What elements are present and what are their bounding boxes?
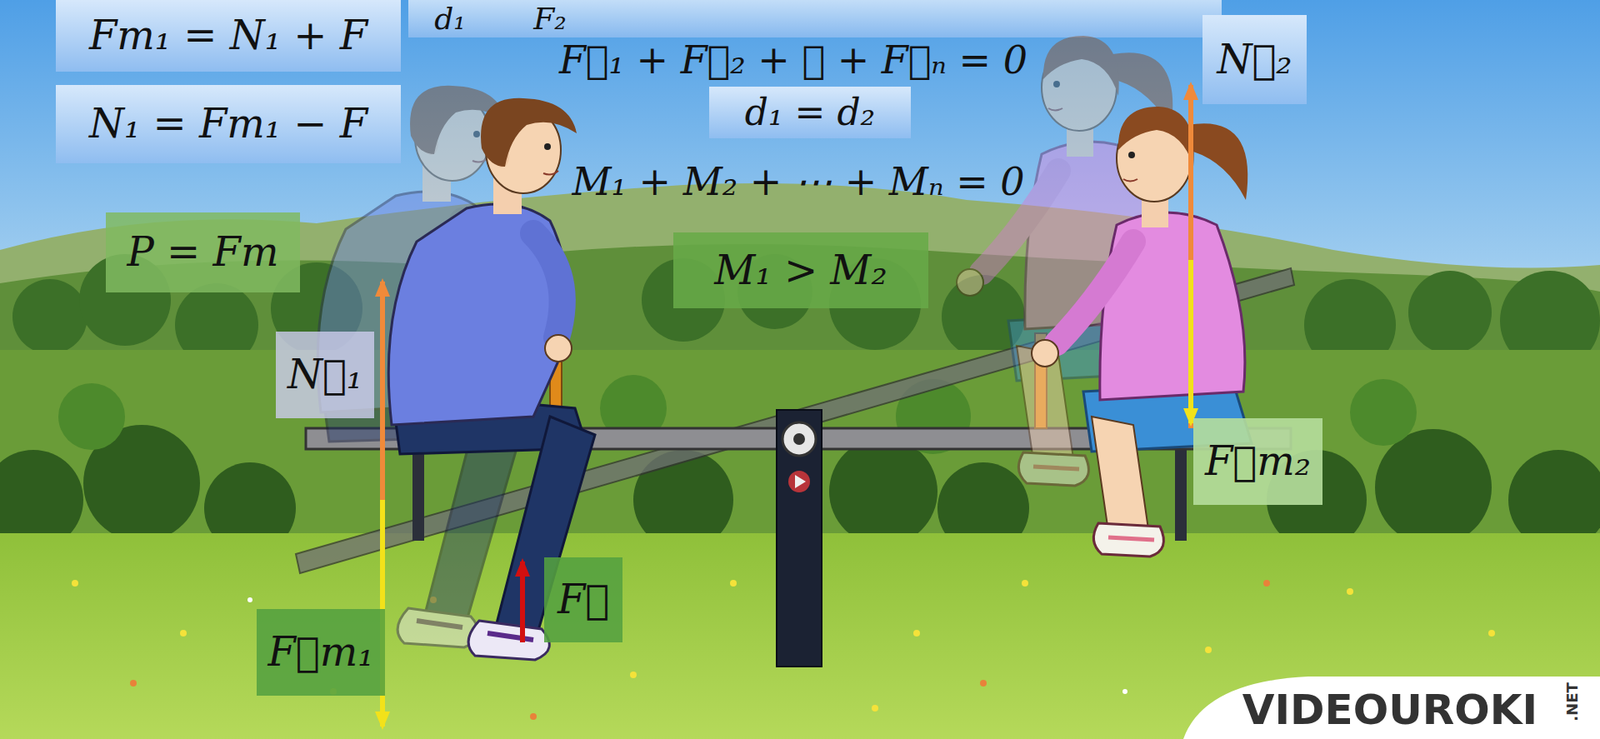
formula-text: F⃗т₂ bbox=[1205, 438, 1311, 485]
formula-fragment: d₁ bbox=[434, 1, 465, 36]
watermark: VIDEOUROKI bbox=[1242, 685, 1538, 735]
formula-text: F⃗т₁ bbox=[268, 629, 375, 675]
vector-label: N⃗₂ bbox=[1202, 15, 1307, 105]
formula-text: d₁ = d₂ bbox=[745, 91, 875, 135]
formula-text: M₁ > M₂ bbox=[714, 247, 888, 294]
vector-label: F⃗ bbox=[544, 557, 623, 643]
watermark: VIDEOUROKI bbox=[1242, 685, 1538, 735]
formula-text: N₁ = Fт₁ − F bbox=[89, 100, 368, 147]
formula-fragment: d₁ bbox=[434, 1, 465, 36]
formula-text: N⃗₁ bbox=[287, 351, 363, 398]
formula-box: P = Fт bbox=[105, 212, 300, 293]
watermark: .NET bbox=[1562, 682, 1580, 721]
watermark: .NET bbox=[1562, 682, 1580, 721]
formula-text: F⃗ bbox=[557, 576, 610, 623]
formula-text: M₁ + M₂ + ⋯ + Mₙ = 0 bbox=[571, 159, 1025, 205]
vector-label: F⃗т₂ bbox=[1193, 418, 1323, 505]
formula-box: d₁ = d₂ bbox=[709, 86, 911, 139]
formula-text: Fт₁ = N₁ + F bbox=[89, 12, 368, 59]
formula-text: F⃗₁ + F⃗₂ + ⋯ + F⃗ₙ = 0 bbox=[559, 38, 1028, 83]
vector-label: N⃗₁ bbox=[275, 331, 375, 419]
formula-box: N₁ = Fт₁ − F bbox=[55, 85, 401, 164]
formula-box: Fт₁ = N₁ + F bbox=[55, 0, 401, 72]
formula-text: F⃗₁ + F⃗₂ + ⋯ + F⃗ₙ = 0 bbox=[559, 37, 1028, 83]
formula-fragment: F₂ bbox=[533, 1, 566, 36]
vector-label: F⃗т₁ bbox=[256, 609, 386, 696]
formula-text: M₁ + M₂ + ⋯ + Mₙ = 0 bbox=[571, 160, 1025, 205]
formula-fragment: F₂ bbox=[533, 1, 566, 36]
formula-text: N⃗₂ bbox=[1216, 36, 1292, 83]
formula-box: M₁ > M₂ bbox=[673, 232, 929, 309]
formula-text: P = Fт bbox=[127, 229, 280, 275]
